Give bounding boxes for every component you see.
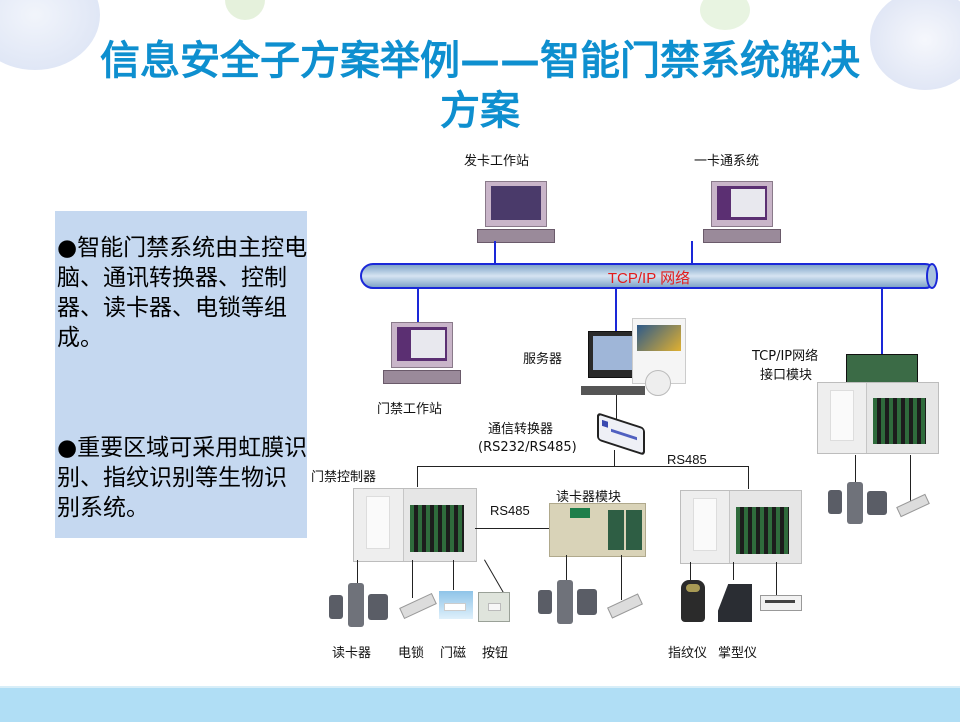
electric-lock-icon <box>896 493 930 518</box>
description-panel: ●智能门禁系统由主控电脑、通讯转换器、控制器、读卡器、电锁等组成。 ●重要区域可… <box>55 211 307 538</box>
leaf-decoration-right <box>700 0 750 30</box>
link-tcpip-reader <box>855 455 856 490</box>
label-access-workstation: 门禁工作站 <box>377 402 443 417</box>
label-card-reader: 读卡器 <box>332 646 372 661</box>
card-reader-icon <box>538 590 552 614</box>
access-controller-cabinet <box>353 488 477 562</box>
magnetic-lock-icon <box>760 595 802 611</box>
label-palm: 掌型仪 <box>718 646 758 661</box>
label-one-card-system: 一卡通系统 <box>694 154 760 169</box>
label-converter: 通信转换器 <box>488 422 554 437</box>
link-controller-palm <box>733 562 734 580</box>
link-module-reader <box>566 555 567 587</box>
link-controller-fingerprint <box>690 562 691 580</box>
exit-button-icon <box>478 592 510 622</box>
server-keyboard <box>581 386 645 395</box>
card-reader-icon <box>329 595 343 619</box>
card-reader-icon <box>368 594 388 620</box>
electric-lock-icon <box>607 593 643 619</box>
access-workstation-pc <box>383 322 461 384</box>
door-magnet-icon <box>439 591 473 619</box>
rs485-drop-controller <box>417 466 418 487</box>
link-module-lock <box>621 555 622 600</box>
link-access-workstation <box>417 289 419 323</box>
rs485-drop-controller-right <box>748 466 749 489</box>
pipe-end-cap <box>926 263 938 289</box>
link-server <box>615 289 617 331</box>
link-controller-magnet <box>453 560 454 590</box>
link-controller-lock <box>412 560 413 598</box>
link-server-converter <box>616 395 617 420</box>
link-controller-reader-module <box>475 528 550 529</box>
link-tcpip-module <box>881 289 883 354</box>
slide-title: 信息安全子方案举例——智能门禁系统解决 方案 <box>60 36 900 136</box>
rs485-bus <box>417 466 749 467</box>
footer-band <box>0 686 960 722</box>
bullet-1: ●智能门禁系统由主控电脑、通讯转换器、控制器、读卡器、电锁等组成。 <box>57 235 308 351</box>
label-converter-protocol: (RS232/RS485) <box>478 440 577 455</box>
biometric-controller-cabinet <box>680 490 802 564</box>
link-controller-maglock <box>776 562 777 597</box>
card-reader-icon <box>867 491 887 515</box>
bullet-2: ●重要区域可采用虹膜识别、指纹识别等生物识别系统。 <box>57 435 308 521</box>
label-door-magnet: 门磁 <box>440 646 467 661</box>
label-server: 服务器 <box>523 352 563 367</box>
link-tcpip-lock <box>910 455 911 505</box>
link-controller-button <box>484 559 505 595</box>
card-reader-icon <box>348 583 364 627</box>
leaf-decoration <box>225 0 265 20</box>
link-controller-reader <box>357 560 358 590</box>
card-reader-icon <box>577 589 597 615</box>
link-workstation-top-2 <box>691 241 693 264</box>
label-button: 按钮 <box>482 646 509 661</box>
label-tcpip-module-line2: 接口模块 <box>760 368 813 383</box>
communication-converter <box>597 412 645 456</box>
slide-title-line1: 信息安全子方案举例——智能门禁系统解决 <box>100 38 860 84</box>
label-fingerprint: 指纹仪 <box>668 646 708 661</box>
card-reader-icon <box>828 490 842 514</box>
label-tcpip-module-line1: TCP/IP网络 <box>752 349 819 364</box>
electric-lock-icon <box>399 592 437 620</box>
tcpip-network-bus: TCP/IP 网络 <box>360 263 938 289</box>
card-reader-icon <box>847 482 863 524</box>
flower-decoration-right <box>870 0 960 90</box>
fingerprint-reader-icon <box>681 580 705 622</box>
one-card-system-pc <box>703 181 781 243</box>
link-workstation-top-1 <box>494 241 496 264</box>
label-electric-lock: 电锁 <box>398 646 425 661</box>
label-card-issuing-workstation: 发卡工作站 <box>464 154 530 169</box>
card-reader-icon <box>557 580 573 624</box>
reader-module-box <box>549 503 646 557</box>
label-rs485-right: RS485 <box>667 452 707 467</box>
software-cd <box>645 370 671 396</box>
label-rs485-left: RS485 <box>490 503 530 518</box>
palm-reader-icon <box>718 584 752 622</box>
label-access-controller: 门禁控制器 <box>311 470 377 485</box>
controller-cabinet-tcpip <box>817 382 939 454</box>
tcpip-interface-module <box>846 354 918 384</box>
slide-title-line2: 方案 <box>440 88 520 134</box>
label-reader-module: 读卡器模块 <box>556 490 622 505</box>
link-converter-bus <box>614 450 615 467</box>
network-label: TCP/IP 网络 <box>607 270 691 287</box>
card-issuing-workstation-pc <box>477 181 555 243</box>
